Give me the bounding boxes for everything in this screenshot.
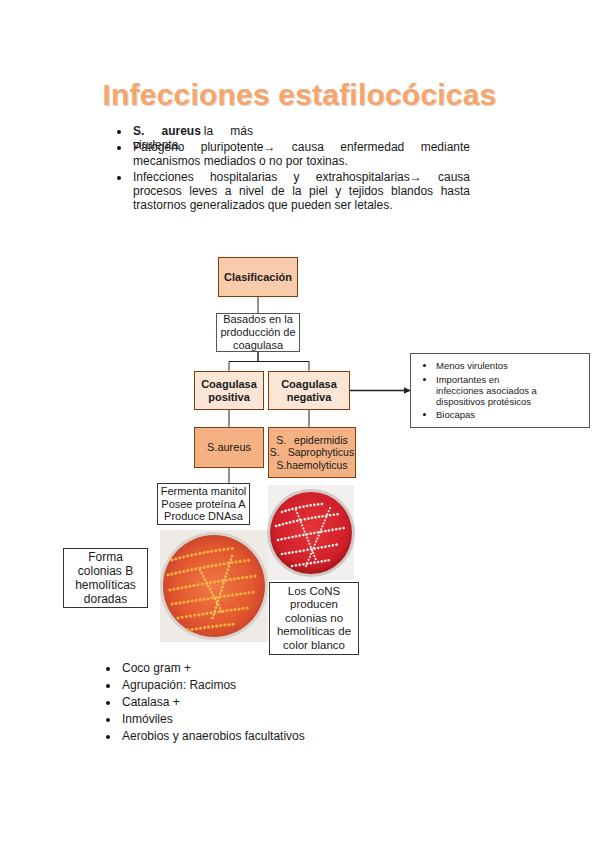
bullet-text: Infecciones hospitalarias y extrahospita… — [133, 170, 470, 212]
bullet-dot — [117, 130, 121, 134]
bullet-row: Importantes en infecciones asociados a d… — [423, 374, 581, 408]
golden-colonies-dish — [160, 530, 268, 642]
connector-line — [229, 468, 230, 483]
bullet-text: Inmóviles — [122, 712, 173, 726]
node-text: Coagulasa negativa — [269, 378, 349, 404]
connector-line — [258, 352, 309, 371]
bullet-dot — [106, 701, 110, 705]
bullet-line: Catalasa + — [122, 695, 422, 709]
bullet-dot — [423, 364, 426, 367]
node-text: Menos virulentos — [436, 360, 544, 371]
node-text: Forma colonias B hemolíticas doradas — [67, 550, 145, 607]
bullet-text: Catalasa + — [122, 695, 180, 709]
bullet-line: Inmóviles — [122, 712, 422, 726]
bullet-dot — [106, 718, 110, 722]
node-text: Los CoNS producen colonias no hemolítica… — [273, 585, 355, 653]
category-box: Coagulasa positiva — [194, 371, 264, 410]
node-text: Importantes en infecciones asociados a d… — [436, 374, 544, 408]
connector-line — [258, 297, 259, 313]
bullet-text: Agrupación: Racimos — [122, 678, 236, 692]
white-colonies-dish — [267, 485, 355, 580]
note-callout: Menos virulentosImportantes en infeccion… — [410, 353, 590, 428]
note-box: Forma colonias B hemolíticas doradas — [63, 548, 148, 608]
bullet-row: Menos virulentos — [423, 360, 581, 371]
connector-arrow — [350, 390, 410, 391]
bullet-dot — [106, 735, 110, 739]
criteria-box: Basados en la prdoducción de coagulasa — [216, 313, 300, 352]
note-box: Los CoNS producen colonias no hemolítica… — [269, 582, 359, 655]
class-box: Clasificación — [218, 257, 298, 297]
bullet-text: Aerobios y anaerobios facultativos — [122, 729, 305, 743]
node-text: S.aureus — [207, 441, 251, 454]
category-box: Coagulasa negativa — [268, 371, 350, 410]
bullet-dot — [106, 684, 110, 688]
bullet-dot — [106, 667, 110, 671]
bullet-dot — [117, 176, 121, 180]
node-text: Biocapas — [436, 409, 544, 420]
species-box: S. epidermidis S. Saprophyticus S.haemol… — [268, 427, 356, 478]
bullet-row: Biocapas — [423, 409, 581, 420]
bullet-dot — [117, 146, 121, 150]
bullet-line: Infecciones hospitalarias y extrahospita… — [133, 170, 470, 212]
bullet-text: Coco gram + — [122, 661, 191, 675]
bullet-line: Patógeno pluripotente→ causa enfermedad … — [133, 140, 470, 168]
node-text: Coagulasa positiva — [195, 378, 263, 404]
node-text: S. epidermidis S. Saprophyticus S.haemol… — [269, 434, 356, 471]
bullet-line: Agrupación: Racimos — [122, 678, 422, 692]
traits-box: Fermenta manitol Posee proteína A Produc… — [157, 483, 250, 525]
title: Infecciones estafilocócicas — [0, 78, 599, 112]
species-box: S.aureus — [194, 427, 264, 468]
bullet-line: Coco gram + — [122, 661, 422, 675]
bullet-dot — [423, 378, 426, 381]
bullet-text: Patógeno pluripotente→ causa enfermedad … — [133, 140, 470, 168]
node-text: Clasificación — [224, 271, 292, 284]
bullet-text: S. aureus — [133, 124, 201, 138]
connector-line — [229, 352, 258, 371]
connector-line — [229, 410, 230, 427]
node-text: Basados en la prdoducción de coagulasa — [218, 313, 298, 352]
bullet-line: Aerobios y anaerobios facultativos — [122, 729, 422, 743]
bullet-dot — [423, 413, 426, 416]
node-text: Fermenta manitol Posee proteína A Produc… — [159, 485, 248, 524]
connector-line — [309, 410, 310, 427]
